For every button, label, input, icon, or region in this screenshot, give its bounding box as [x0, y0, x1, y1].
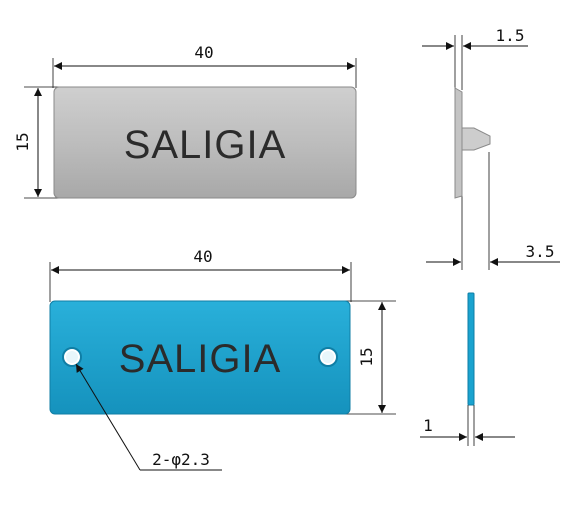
- nameplate-logo-text: SALIGIA: [119, 337, 282, 381]
- depth-dimension-label: 3.5: [526, 242, 555, 261]
- height-dimension-label: 15: [357, 347, 376, 366]
- width-dimension-label: 40: [194, 43, 213, 62]
- mounting-hole-right-inner: [322, 351, 334, 363]
- top-plate-view: 40 15 SALIGIA: [13, 43, 357, 199]
- hole-leader-line: [75, 363, 141, 471]
- height-dimension-label: 15: [13, 132, 32, 151]
- top-side-view: 1.5 3.5: [422, 26, 560, 270]
- nameplate-logo-text: SALIGIA: [124, 123, 287, 167]
- blue-nameplate: [49, 300, 351, 415]
- mounting-pin: [461, 127, 491, 151]
- bottom-plate-view: 40 15 SALIGIA 2-φ2.3: [49, 247, 396, 471]
- width-dimension-label: 40: [193, 247, 212, 266]
- gray-plate-profile: [454, 87, 463, 199]
- mounting-hole-left-inner: [66, 351, 78, 363]
- gray-nameplate: [53, 86, 357, 199]
- thickness-dimension-label: 1.5: [496, 26, 525, 45]
- hole-callout-label: 2-φ2.3: [152, 450, 210, 469]
- blue-plate-profile: [467, 292, 475, 406]
- bottom-side-view: 1: [420, 292, 515, 446]
- thickness-dimension-label: 1: [423, 416, 433, 435]
